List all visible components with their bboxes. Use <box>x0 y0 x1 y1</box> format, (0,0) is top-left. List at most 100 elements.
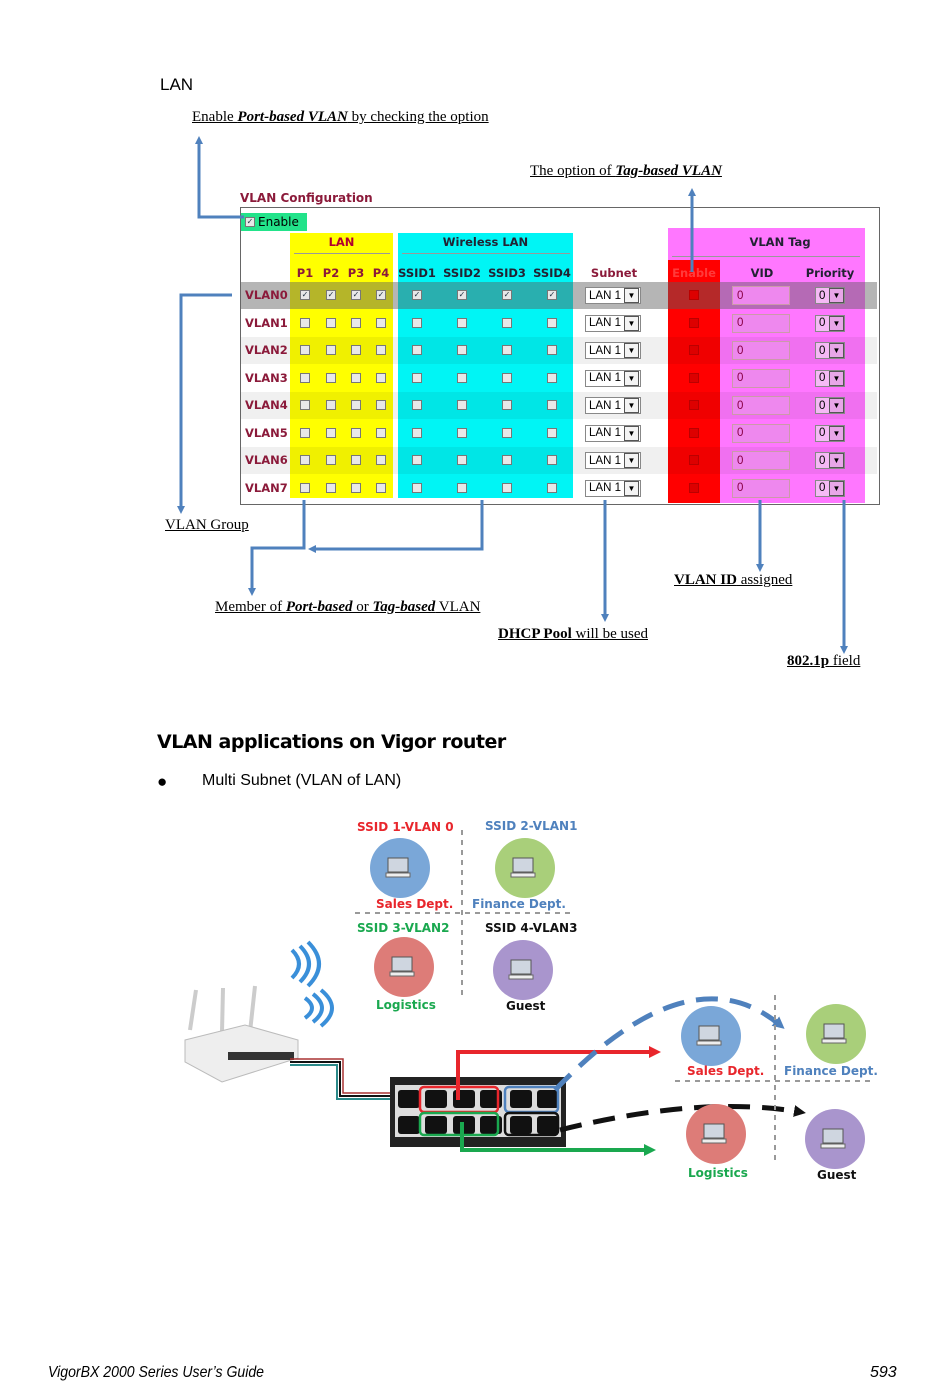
checkbox-lan-p4[interactable] <box>376 482 386 493</box>
checkbox-ssid2[interactable] <box>457 455 467 465</box>
computer-icon <box>387 857 409 873</box>
checkbox-ssid3[interactable] <box>502 455 512 465</box>
checkbox-ssid4[interactable]: ✓ <box>547 290 557 300</box>
checkbox-lan-p1[interactable] <box>300 482 310 493</box>
checkbox-lan-p1[interactable] <box>300 427 310 438</box>
subnet-select[interactable]: LAN 1▼ <box>585 424 641 442</box>
checkbox-lan-p3[interactable] <box>351 400 361 410</box>
checkbox-ssid3[interactable] <box>502 482 512 493</box>
checkbox-lan-p4[interactable] <box>376 400 386 410</box>
checkbox-lan-p4[interactable] <box>376 455 386 465</box>
checkbox-lan-p4[interactable] <box>376 372 386 383</box>
checkbox-lan-p3[interactable] <box>351 345 361 355</box>
vid-input[interactable]: 0 <box>732 313 790 333</box>
checkbox-ssid3[interactable]: ✓ <box>502 290 512 300</box>
checkbox-lan-p2[interactable] <box>326 317 336 328</box>
checkbox-ssid1[interactable] <box>412 427 422 438</box>
checkbox-tag-enable[interactable] <box>689 482 699 493</box>
checkbox-tag-enable[interactable] <box>689 400 699 410</box>
checkbox-lan-p1[interactable] <box>300 372 310 383</box>
checkbox-lan-p1[interactable] <box>300 400 310 410</box>
vid-input[interactable]: 0 <box>732 423 790 443</box>
divider <box>294 253 390 254</box>
vid-input[interactable]: 0 <box>732 368 790 388</box>
checkbox-ssid1[interactable] <box>412 317 422 328</box>
checkbox-lan-p2[interactable] <box>326 345 336 355</box>
checkbox-ssid2[interactable] <box>457 345 467 355</box>
checkbox-tag-enable[interactable] <box>689 290 699 300</box>
checkbox-ssid2[interactable] <box>457 482 467 493</box>
checkbox-lan-p3[interactable] <box>351 427 361 438</box>
checkbox-tag-enable[interactable] <box>689 372 699 383</box>
checkbox-ssid3[interactable] <box>502 345 512 355</box>
checkbox-ssid2[interactable] <box>457 427 467 438</box>
checkbox-ssid3[interactable] <box>502 427 512 438</box>
checkbox-lan-p3[interactable] <box>351 482 361 493</box>
checkbox-ssid4[interactable] <box>547 482 557 493</box>
checkbox-lan-p4[interactable] <box>376 317 386 328</box>
priority-select[interactable]: 0▼ <box>815 479 845 497</box>
checkbox-ssid2[interactable]: ✓ <box>457 290 467 300</box>
checkbox-lan-p3[interactable]: ✓ <box>351 290 361 300</box>
subnet-select[interactable]: LAN 1▼ <box>585 397 641 414</box>
checkbox-lan-p1[interactable] <box>300 317 310 328</box>
checkbox-ssid2[interactable] <box>457 400 467 410</box>
priority-select[interactable]: 0▼ <box>815 314 845 332</box>
checkbox-ssid2[interactable] <box>457 372 467 383</box>
checkbox-ssid4[interactable] <box>547 372 557 383</box>
checkbox-lan-p1[interactable] <box>300 345 310 355</box>
checkbox-tag-enable[interactable] <box>689 317 699 328</box>
subnet-select[interactable]: LAN 1▼ <box>585 342 641 359</box>
checkbox-ssid3[interactable] <box>502 317 512 328</box>
checkbox-ssid4[interactable] <box>547 345 557 355</box>
vid-input[interactable]: 0 <box>732 286 790 305</box>
checkbox-ssid2[interactable] <box>457 317 467 328</box>
checkbox-lan-p4[interactable] <box>376 427 386 438</box>
vid-input[interactable]: 0 <box>732 396 790 415</box>
checkbox-ssid1[interactable]: ✓ <box>412 290 422 300</box>
vid-input[interactable]: 0 <box>732 451 790 470</box>
priority-select[interactable]: 0▼ <box>815 342 845 359</box>
checkbox-lan-p4[interactable] <box>376 345 386 355</box>
subnet-select[interactable]: LAN 1▼ <box>585 452 641 469</box>
checkbox-lan-p4[interactable]: ✓ <box>376 290 386 300</box>
checkbox-ssid3[interactable] <box>502 400 512 410</box>
checkbox-lan-p2[interactable] <box>326 372 336 383</box>
subnet-select[interactable]: LAN 1▼ <box>585 479 641 497</box>
checkbox-lan-p1[interactable] <box>300 455 310 465</box>
checkbox-lan-p2[interactable]: ✓ <box>326 290 336 300</box>
priority-select[interactable]: 0▼ <box>815 287 845 304</box>
checkbox-tag-enable[interactable] <box>689 455 699 465</box>
subnet-select[interactable]: LAN 1▼ <box>585 369 641 387</box>
checkbox-ssid1[interactable] <box>412 400 422 410</box>
checkbox-lan-p3[interactable] <box>351 372 361 383</box>
checkbox-lan-p2[interactable] <box>326 427 336 438</box>
checkbox-ssid4[interactable] <box>547 455 557 465</box>
checkbox-ssid4[interactable] <box>547 400 557 410</box>
checkbox-ssid1[interactable] <box>412 372 422 383</box>
priority-select[interactable]: 0▼ <box>815 424 845 442</box>
enable-port-based-checkbox[interactable]: ✓ Enable <box>241 213 307 231</box>
priority-select[interactable]: 0▼ <box>815 369 845 387</box>
checkbox-tag-enable[interactable] <box>689 427 699 438</box>
checkbox-ssid1[interactable] <box>412 345 422 355</box>
dept-label: Logistics <box>376 998 436 1012</box>
checkbox-lan-p2[interactable] <box>326 455 336 465</box>
checkbox-ssid4[interactable] <box>547 317 557 328</box>
checkbox-lan-p3[interactable] <box>351 455 361 465</box>
subnet-select[interactable]: LAN 1▼ <box>585 314 641 332</box>
checkbox-lan-p1[interactable]: ✓ <box>300 290 310 300</box>
checkbox-ssid3[interactable] <box>502 372 512 383</box>
checkbox-ssid4[interactable] <box>547 427 557 438</box>
checkbox-ssid1[interactable] <box>412 455 422 465</box>
checkbox-ssid1[interactable] <box>412 482 422 493</box>
checkbox-lan-p2[interactable] <box>326 400 336 410</box>
subnet-select[interactable]: LAN 1▼ <box>585 287 641 304</box>
checkbox-lan-p2[interactable] <box>326 482 336 493</box>
vid-input[interactable]: 0 <box>732 478 790 498</box>
checkbox-tag-enable[interactable] <box>689 345 699 355</box>
priority-select[interactable]: 0▼ <box>815 397 845 414</box>
checkbox-lan-p3[interactable] <box>351 317 361 328</box>
priority-select[interactable]: 0▼ <box>815 452 845 469</box>
vid-input[interactable]: 0 <box>732 341 790 360</box>
